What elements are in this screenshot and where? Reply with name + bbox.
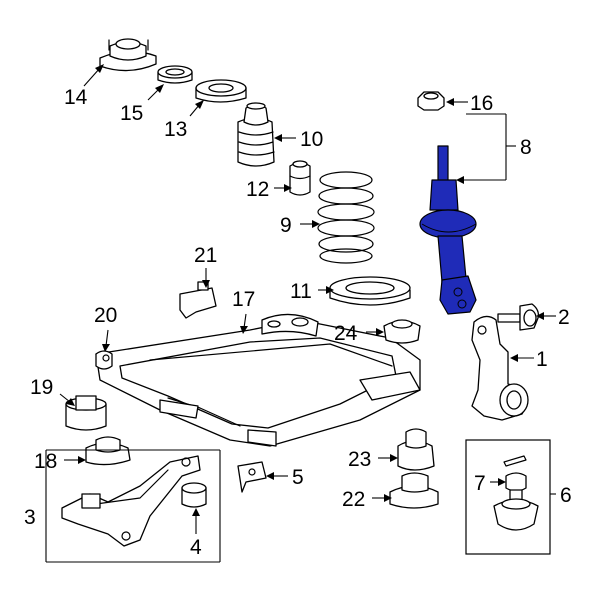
callout-13: 13 — [164, 118, 187, 141]
part-14-strut-mount[interactable] — [99, 38, 157, 72]
callout-23: 23 — [348, 448, 371, 471]
part-11-lower-insulator[interactable] — [329, 276, 411, 306]
part-16-nut[interactable] — [417, 91, 445, 111]
callout-24: 24 — [334, 322, 358, 345]
part-13-upper-insulator[interactable] — [195, 79, 247, 103]
part-15-bearing[interactable] — [157, 65, 193, 84]
callout-12: 12 — [246, 178, 269, 201]
part-1-knuckle[interactable] — [471, 315, 529, 421]
part-12-bump-stop[interactable] — [289, 160, 311, 196]
part-10-bump-stop[interactable] — [237, 102, 275, 167]
part-7-cotter-pin[interactable] — [503, 455, 527, 467]
part-4-bushing[interactable] — [181, 482, 207, 508]
part-8-strut-assembly[interactable] — [419, 145, 477, 315]
part-23-mount[interactable] — [397, 428, 435, 471]
callout-19: 19 — [30, 376, 53, 399]
part-24-mount[interactable] — [383, 319, 421, 344]
part-21-bracket[interactable] — [179, 281, 217, 319]
callout-16: 16 — [470, 92, 493, 115]
callout-14: 14 — [64, 86, 88, 109]
part-9-coil-spring[interactable] — [317, 171, 375, 264]
callout-18: 18 — [34, 450, 57, 473]
part-19-bushing[interactable] — [65, 395, 107, 431]
callout-9: 9 — [280, 214, 292, 237]
part-18-mount[interactable] — [85, 436, 131, 466]
callout-11: 11 — [290, 280, 312, 303]
part-6-ball-joint[interactable] — [493, 472, 539, 531]
leader-lines — [45, 64, 556, 563]
part-22-mount[interactable] — [389, 472, 439, 509]
callout-6: 6 — [560, 484, 572, 507]
callout-8: 8 — [520, 136, 532, 159]
ball-joint-box — [465, 439, 551, 555]
part-2-bolt[interactable] — [497, 303, 540, 331]
callout-22: 22 — [342, 488, 365, 511]
callout-17: 17 — [232, 288, 255, 311]
callout-3: 3 — [24, 506, 36, 529]
part-5-bracket[interactable] — [237, 461, 267, 493]
callout-2: 2 — [558, 306, 570, 329]
callout-10: 10 — [300, 128, 323, 151]
callout-21: 21 — [194, 244, 217, 267]
callout-7: 7 — [474, 472, 486, 495]
callout-1: 1 — [536, 348, 548, 371]
callout-5: 5 — [292, 466, 304, 489]
callout-4: 4 — [190, 536, 202, 559]
part-17-crossmember[interactable] — [95, 313, 421, 447]
part-3-control-arm[interactable] — [61, 455, 201, 547]
callout-15: 15 — [120, 102, 143, 125]
callout-20: 20 — [94, 304, 117, 327]
